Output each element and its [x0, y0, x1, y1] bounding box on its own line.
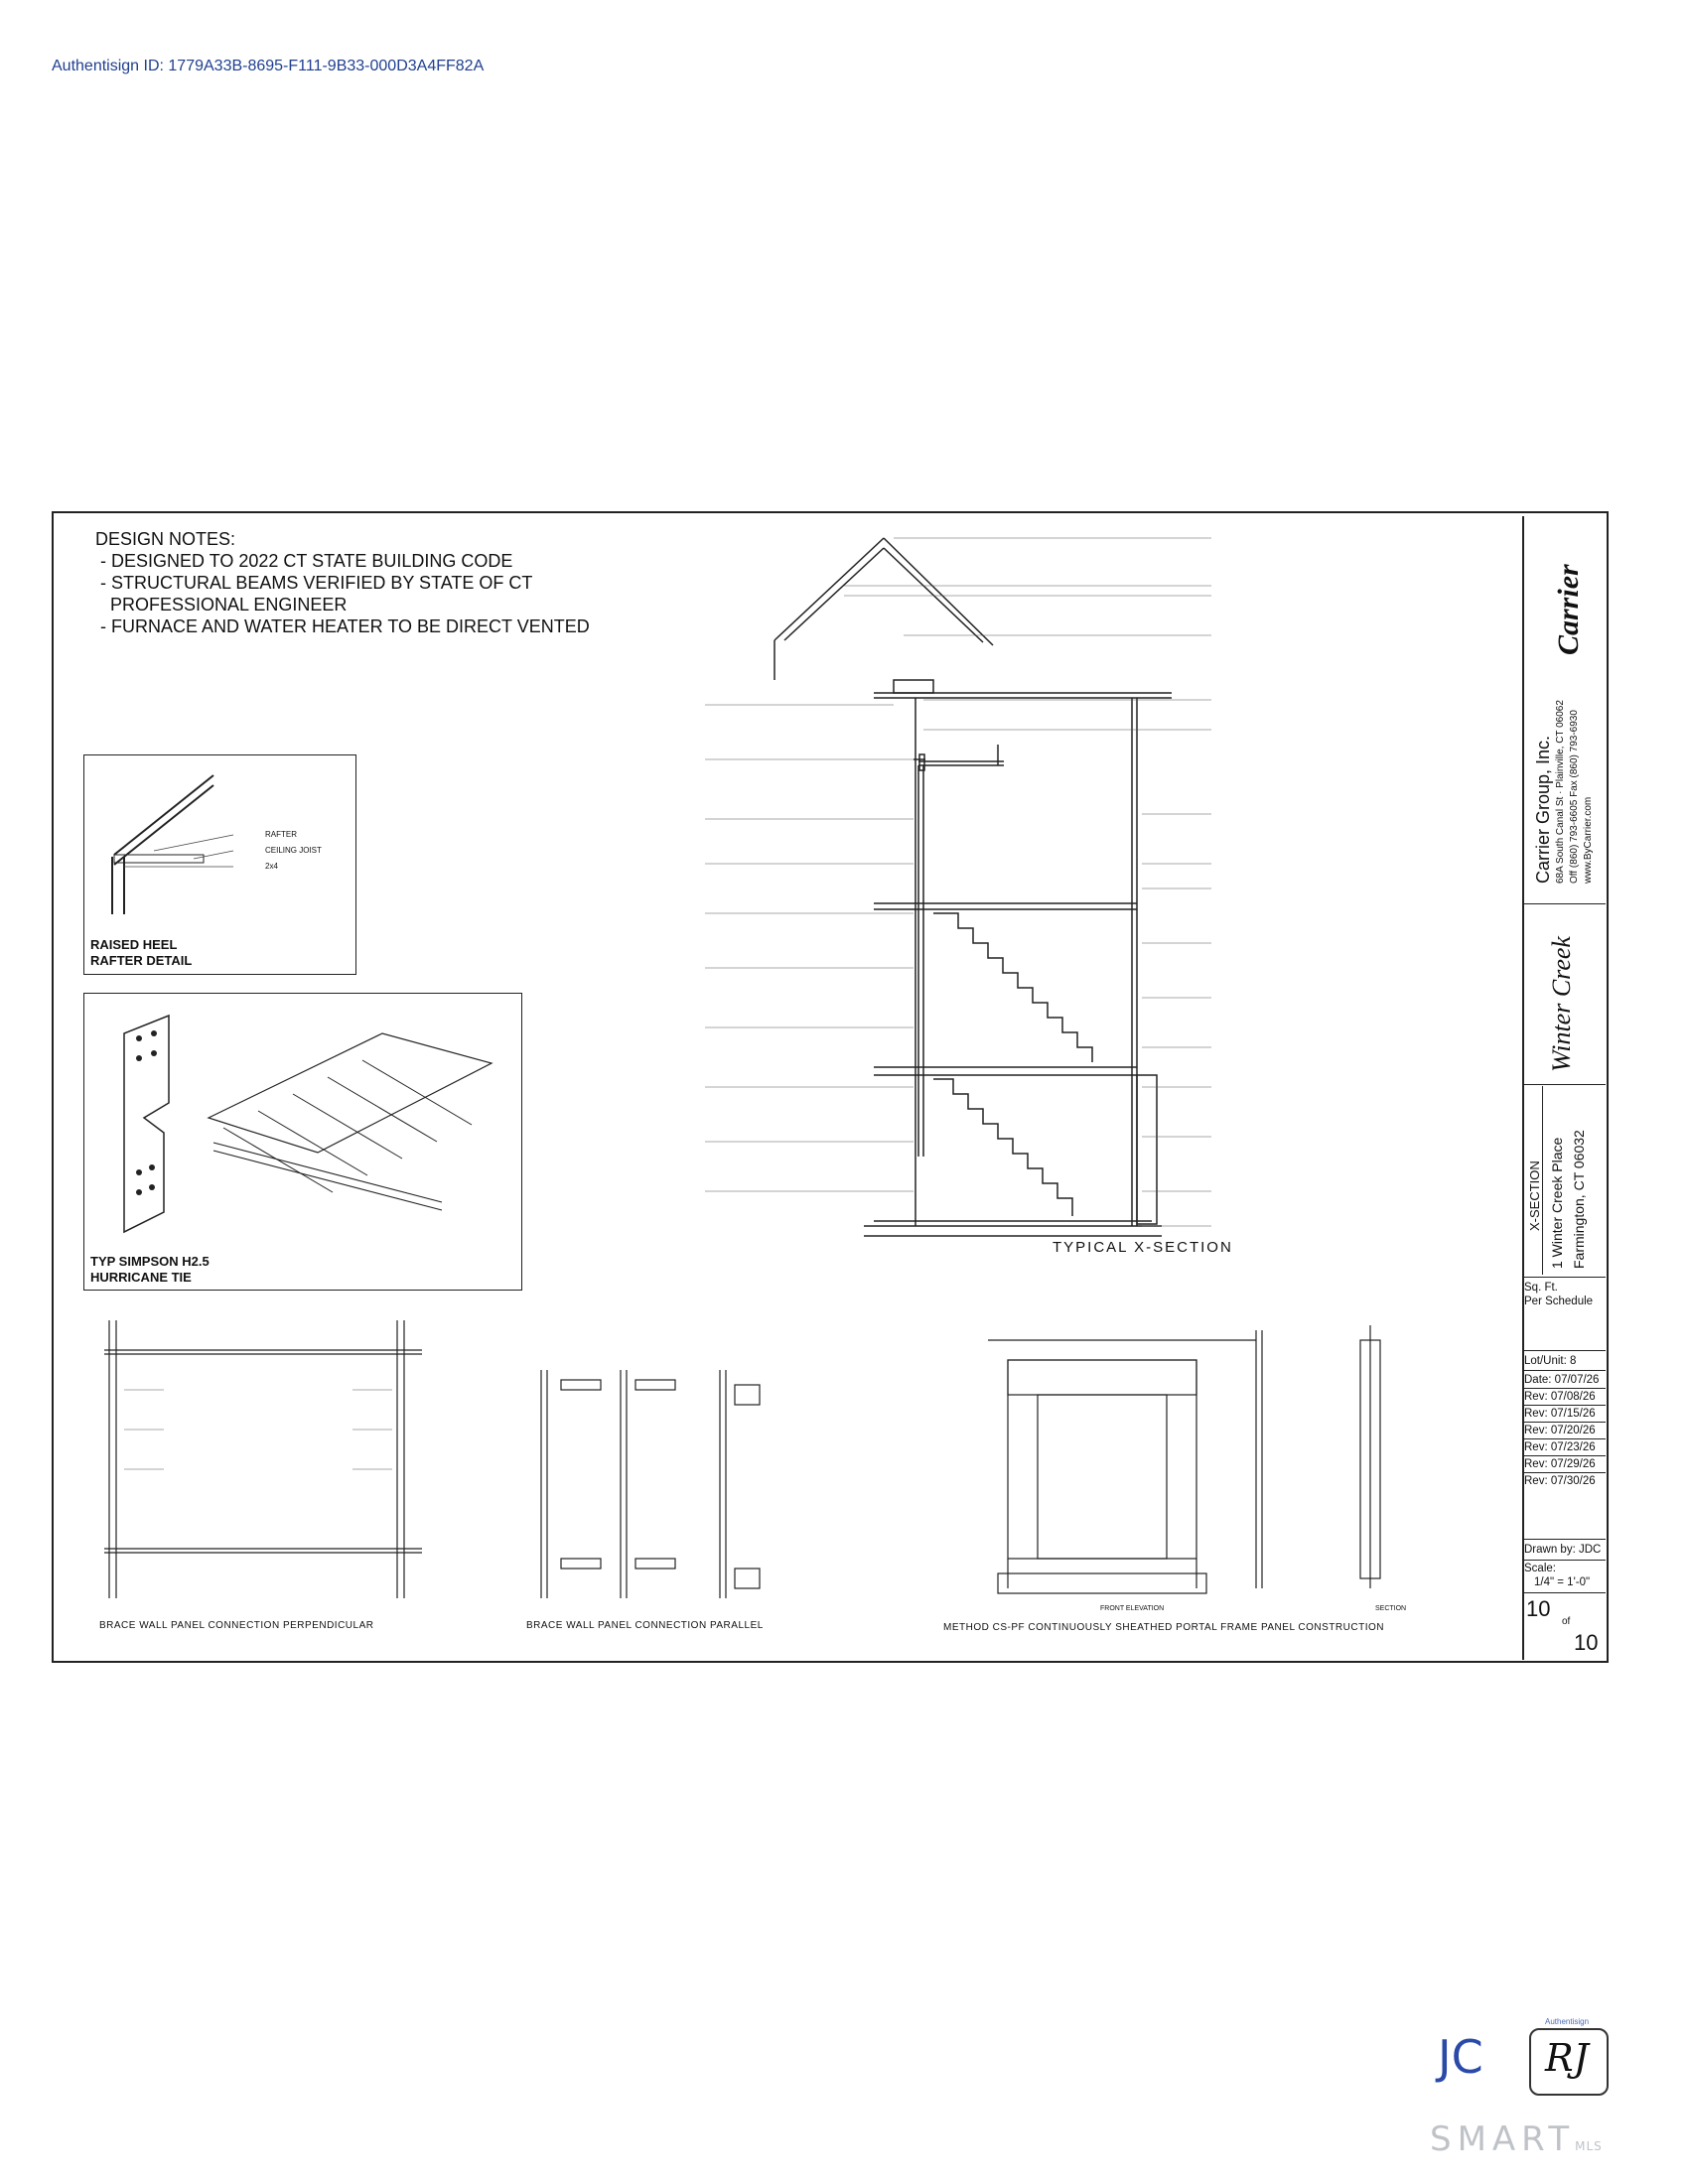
sheet-total: 10 [1574, 1630, 1599, 1655]
hurricane-tie-subcaption: HURRICANE TIE [90, 1270, 192, 1285]
scale-label: Scale: [1524, 1563, 1556, 1574]
perpendicular-caption: BRACE WALL PANEL CONNECTION PERPENDICULA… [99, 1620, 374, 1631]
revision-date: Rev: 07/29/26 [1524, 1458, 1596, 1470]
raised-heel-panel: RAFTER CEILING JOIST 2x4 RAISED HEEL RAF… [83, 754, 356, 975]
revision-date: Rev: 07/23/26 [1524, 1441, 1596, 1453]
smart-mls-watermark: SMARTMLS [1430, 2119, 1603, 2159]
scale-value: 1/4" = 1'-0" [1534, 1576, 1591, 1588]
sheet-of-label: of [1562, 1616, 1571, 1627]
revision-date: Date: 07/07/26 [1524, 1374, 1600, 1386]
lot-unit: Lot/Unit: 8 [1524, 1355, 1577, 1367]
revision-date: Rev: 07/30/26 [1524, 1475, 1596, 1487]
sqft-value: Per Schedule [1524, 1296, 1594, 1307]
sheet-number: 10 [1526, 1596, 1551, 1621]
portal-frame-drawing [988, 1325, 1381, 1594]
carrier-logo: Carrier [1544, 521, 1599, 660]
mls-watermark-text: MLS [1575, 2139, 1603, 2153]
initials-stamp-box: Authentisign RJ [1529, 2017, 1609, 2096]
typical-x-section-title: TYPICAL X-SECTION [1053, 1239, 1233, 1256]
revision-date: Rev: 07/20/26 [1524, 1425, 1596, 1436]
project-address-line-2: Farmington, CT 06032 [1571, 1130, 1587, 1269]
company-phone: Off (860) 793-6605 Fax (860) 793-6930 [1569, 710, 1580, 884]
brace-wall-parallel-drawing [540, 1370, 761, 1598]
initials-stamp-label: Authentisign [1543, 2017, 1592, 2026]
raised-heel-caption: RAISED HEEL [90, 937, 178, 952]
company-name: Carrier Group, Inc. [1533, 735, 1553, 884]
front-elevation-label: FRONT ELEVATION [1100, 1605, 1165, 1612]
community-logo: Winter Creek [1547, 936, 1576, 1072]
title-block [1522, 516, 1608, 1660]
drawing-sheet [52, 511, 1609, 1663]
portal-frame-caption: METHOD CS-PF CONTINUOUSLY SHEATHED PORTA… [943, 1622, 1384, 1633]
brace-wall-perpendicular-drawing [104, 1320, 422, 1598]
drawn-by: Drawn by: JDC [1524, 1544, 1602, 1556]
ceiling-joist-label: CEILING JOIST [265, 846, 322, 855]
design-note-line: - STRUCTURAL BEAMS VERIFIED BY STATE OF … [95, 573, 533, 593]
design-note-line: PROFESSIONAL ENGINEER [95, 595, 348, 614]
design-notes-heading: DESIGN NOTES: [95, 529, 236, 549]
revision-date: Rev: 07/08/26 [1524, 1391, 1596, 1403]
initials-jc: JC [1438, 2030, 1483, 2084]
authentisign-id: Authentisign ID: 1779A33B-8695-F111-9B33… [52, 58, 485, 74]
design-notes: DESIGN NOTES: - DESIGNED TO 2022 CT STAT… [95, 528, 590, 637]
rafter-label: RAFTER [265, 830, 297, 839]
carrier-logo-text: Carrier [1552, 564, 1585, 655]
hurricane-tie-drawing [123, 1014, 493, 1234]
hurricane-tie-caption: TYP SIMPSON H2.5 [90, 1254, 210, 1269]
parallel-caption: BRACE WALL PANEL CONNECTION PARALLEL [526, 1620, 764, 1631]
rafter-detail-caption: RAFTER DETAIL [90, 953, 193, 968]
hurricane-tie-panel: TYP SIMPSON H2.5 HURRICANE TIE [83, 993, 522, 1291]
sqft-label: Sq. Ft. [1524, 1282, 1558, 1294]
sheet-name: X-SECTION [1527, 1160, 1542, 1231]
raised-heel-drawing [111, 774, 234, 914]
company-website: www.ByCarrier.com [1583, 796, 1594, 884]
project-address-line-1: 1 Winter Creek Place [1549, 1137, 1565, 1269]
two-by-four-label: 2x4 [265, 862, 278, 871]
initials-rj: RJ [1545, 2036, 1589, 2080]
typical-cross-section-drawing [705, 537, 1211, 1237]
revision-date: Rev: 07/15/26 [1524, 1408, 1596, 1420]
section-label: SECTION [1375, 1605, 1407, 1612]
smart-watermark-text: SMART [1430, 2119, 1576, 2159]
company-address: 68A South Canal St · Plainville, CT 0606… [1555, 700, 1566, 884]
design-note-line: - FURNACE AND WATER HEATER TO BE DIRECT … [95, 616, 590, 636]
design-note-line: - DESIGNED TO 2022 CT STATE BUILDING COD… [95, 551, 513, 571]
